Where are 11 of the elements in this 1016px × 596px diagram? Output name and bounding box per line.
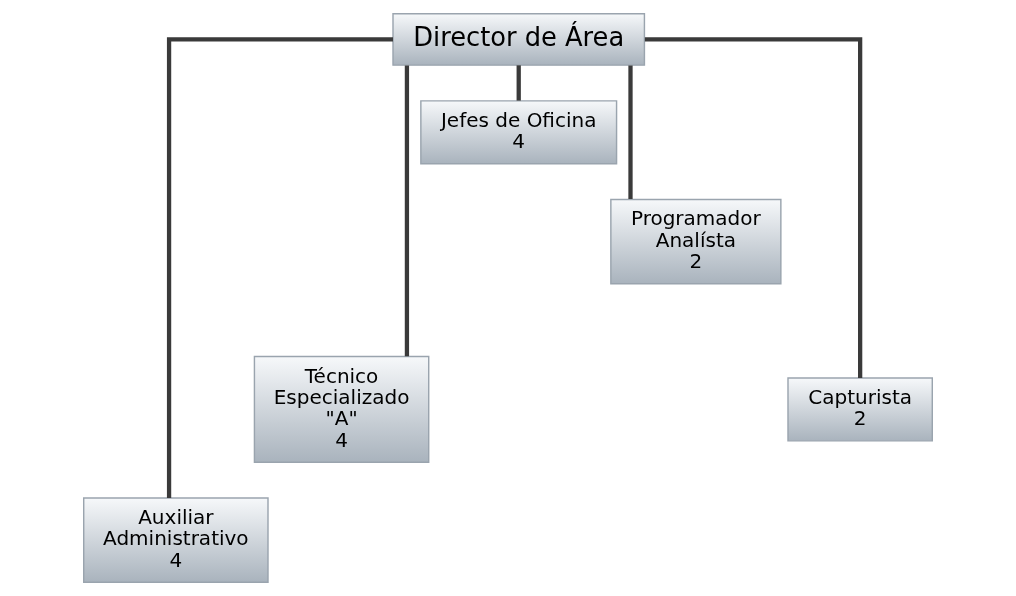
connector: [644, 37, 863, 378]
node-box: Capturista 2: [787, 377, 933, 442]
node-box: Auxiliar Administrativo 4: [83, 497, 269, 583]
node-box: Jefes de Oficina 4: [420, 100, 618, 165]
node-box: Técnico Especializado "A" 4: [253, 355, 430, 463]
connector: [628, 65, 633, 200]
node-box: Programador Analísta 2: [610, 198, 782, 285]
node-box: Director de Área: [392, 13, 646, 66]
connector: [166, 37, 393, 498]
connector: [404, 65, 410, 357]
connector: [516, 65, 521, 101]
